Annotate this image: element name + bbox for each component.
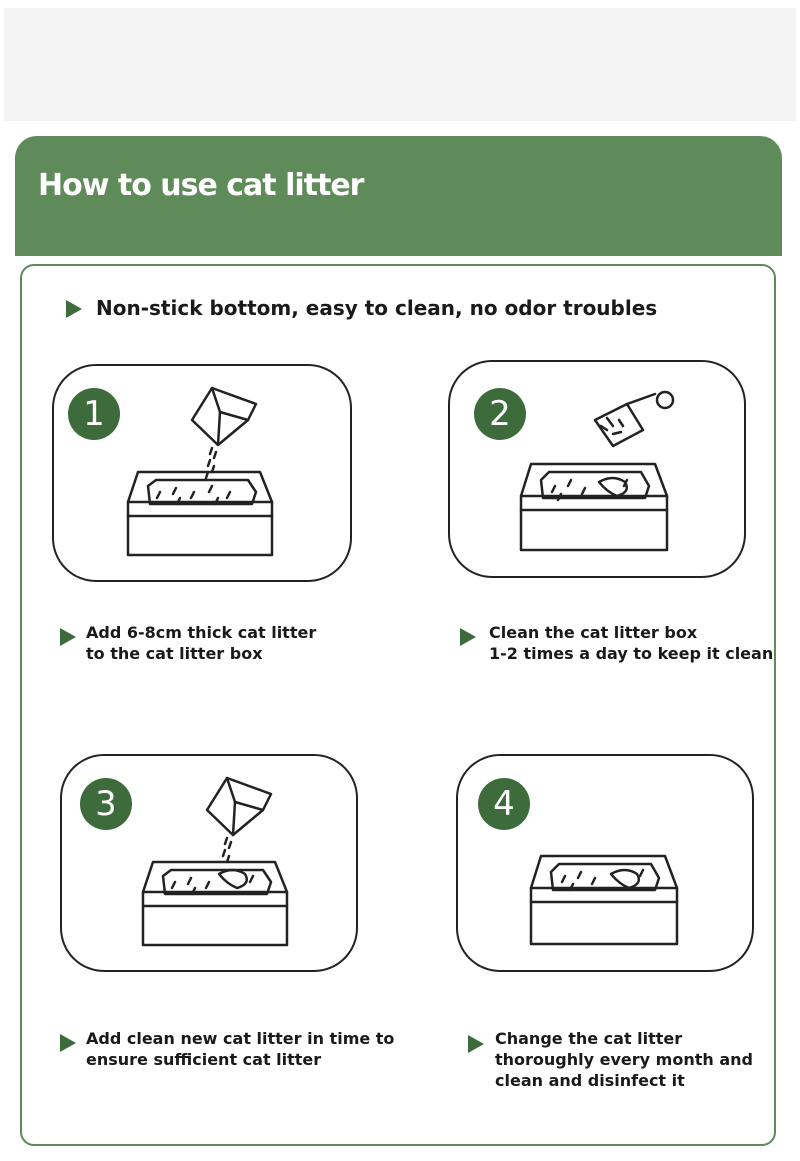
litter-bag-pour-icon [141,776,289,947]
header-banner: How to use cat litter [15,136,782,256]
step-1-card [52,364,352,582]
step-1-arrow-icon [60,628,76,646]
litter-bag-pour-icon [126,386,274,557]
step-3-arrow-icon [60,1034,76,1052]
litter-box-icon [529,854,679,946]
step-2-caption: Clean the cat litter box 1-2 times a day… [489,623,774,663]
step-1-caption: Add 6-8cm thick cat litter to the cat li… [86,623,317,663]
page-title: How to use cat litter [38,168,364,203]
step-3-number-badge: 3 [80,778,132,830]
step-4-arrow-icon [468,1035,484,1053]
step-2-arrow-icon [460,628,476,646]
step-2-number-badge: 2 [474,388,526,440]
step-1-number-badge: 1 [68,388,120,440]
step-4-caption: Change the cat litter thoroughly every m… [495,1029,753,1090]
step-4-number-badge: 4 [478,778,530,830]
litter-scoop-icon [519,390,675,552]
bullet-arrow-icon [66,300,82,318]
headline: Non-stick bottom, easy to clean, no odor… [96,296,658,320]
instructions-panel [20,264,776,1146]
top-banner-area [4,8,796,121]
step-3-caption: Add clean new cat litter in time to ensu… [86,1029,395,1069]
